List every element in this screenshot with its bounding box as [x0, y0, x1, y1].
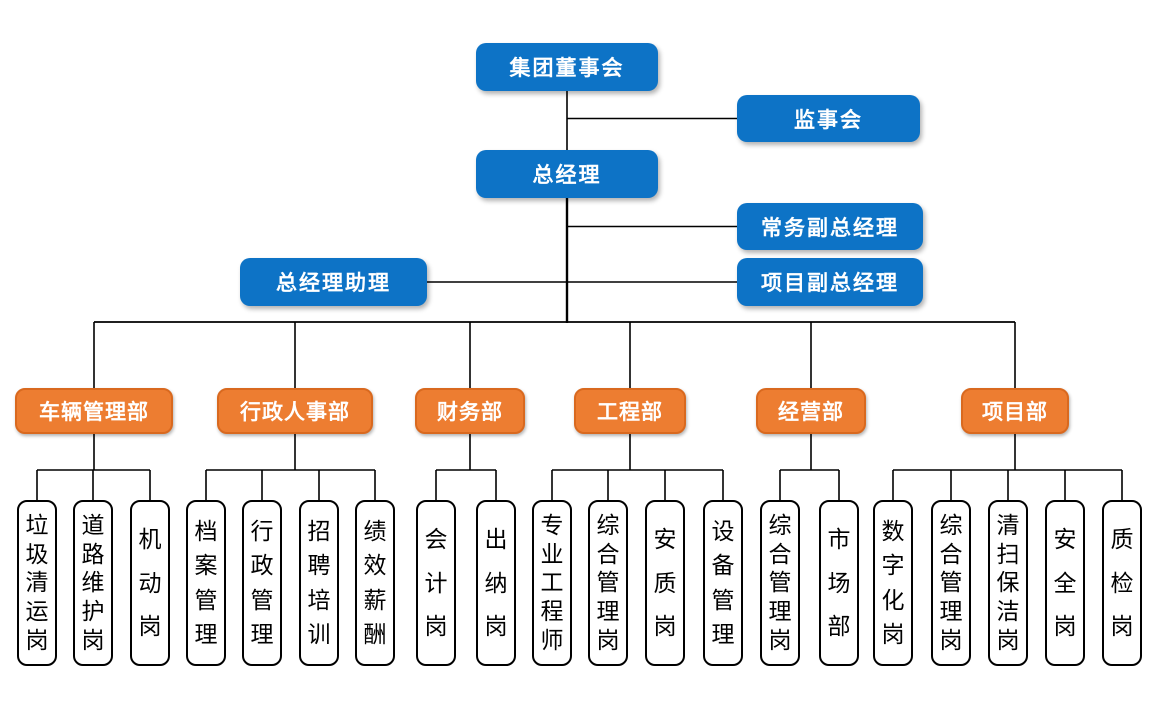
- box-gm-assistant: 总经理助理: [240, 258, 427, 306]
- dept-box-operations: 经营部: [756, 388, 866, 434]
- box-general-manager: 总经理: [476, 150, 658, 198]
- post-box-safety: 安全岗: [1045, 500, 1085, 666]
- post-box-safety-quality: 安质岗: [645, 500, 685, 666]
- post-box-administration: 行政管理: [242, 500, 282, 666]
- dept-box-admin-hr: 行政人事部: [217, 388, 373, 434]
- box-executive-deputy-gm: 常务副总经理: [737, 203, 923, 250]
- post-box-performance-compensation: 绩效薪酬: [355, 500, 395, 666]
- post-box-road-maintenance: 道路维护岗: [73, 500, 113, 666]
- post-box-general-management-eng: 综合管理岗: [588, 500, 628, 666]
- post-box-cleaning: 清扫保洁岗: [988, 500, 1028, 666]
- post-box-digitalization: 数字化岗: [873, 500, 913, 666]
- post-box-mobile: 机动岗: [130, 500, 170, 666]
- box-supervisory-board: 监事会: [737, 95, 920, 142]
- post-box-recruitment-training: 招聘培训: [299, 500, 339, 666]
- dept-box-engineering: 工程部: [574, 388, 686, 434]
- post-box-accounting: 会计岗: [416, 500, 456, 666]
- post-box-quality-inspection: 质检岗: [1102, 500, 1142, 666]
- dept-box-vehicle-management: 车辆管理部: [15, 388, 173, 434]
- post-box-market-dept: 市场部: [819, 500, 859, 666]
- box-project-deputy-gm: 项目副总经理: [737, 258, 923, 306]
- post-box-cashier: 出纳岗: [476, 500, 516, 666]
- post-box-professional-engineer: 专业工程师: [532, 500, 572, 666]
- post-box-garbage-clearing: 垃圾清运岗: [17, 500, 57, 666]
- dept-box-finance: 财务部: [415, 388, 525, 434]
- post-box-general-management-ops: 综合管理岗: [760, 500, 800, 666]
- post-box-archives-management: 档案管理: [186, 500, 226, 666]
- dept-box-project: 项目部: [961, 388, 1069, 434]
- post-box-equipment-management: 设备管理: [703, 500, 743, 666]
- post-box-general-management-proj: 综合管理岗: [931, 500, 971, 666]
- box-group-board: 集团董事会: [476, 43, 658, 91]
